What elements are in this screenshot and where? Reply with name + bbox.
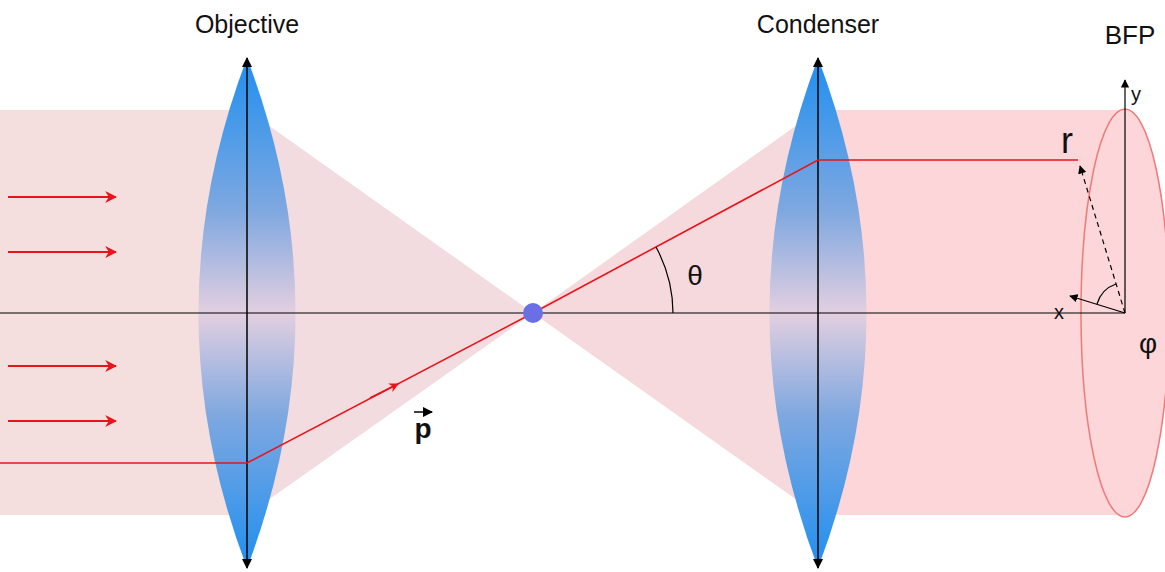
vector-label: p xyxy=(414,415,431,443)
ray xyxy=(0,160,1078,463)
beam-arrows xyxy=(8,197,116,421)
angle-label: θ xyxy=(687,262,703,290)
phi-arc xyxy=(1097,284,1116,304)
vector-arrow xyxy=(414,411,432,413)
trapped-particle xyxy=(523,303,543,323)
ray-arrow xyxy=(370,384,398,398)
radius-label: r xyxy=(1061,123,1073,159)
axis-label: y xyxy=(1131,84,1141,104)
angle-arc xyxy=(656,247,673,313)
radius-vector xyxy=(1080,166,1125,313)
x-axis xyxy=(1070,296,1125,313)
axis-label: x xyxy=(1054,302,1064,322)
lens-label: Objective xyxy=(195,12,299,37)
y-axis xyxy=(1124,80,1125,313)
optical-axis xyxy=(0,312,1125,313)
angle-label: φ xyxy=(1139,330,1157,358)
plane-label: BFP xyxy=(1105,22,1156,48)
lens-label: Condenser xyxy=(757,12,879,37)
